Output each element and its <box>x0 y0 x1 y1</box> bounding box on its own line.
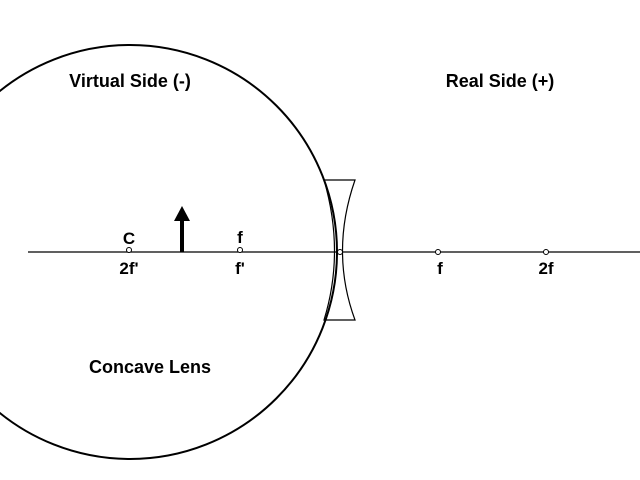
label-mirror-f: f <box>237 228 243 247</box>
point-c-2f-prime <box>126 247 132 253</box>
point-f-prime <box>237 247 243 253</box>
label-c: C <box>123 229 135 248</box>
virtual-side-label: Virtual Side (-) <box>69 71 191 91</box>
label-f-prime: f' <box>235 259 245 278</box>
label-2f-prime: 2f' <box>119 259 138 278</box>
point-f-real <box>435 249 441 255</box>
point-2f-real <box>543 249 549 255</box>
lens-type-label: Concave Lens <box>89 357 211 377</box>
label-f-real: f <box>437 259 443 278</box>
real-side-label: Real Side (+) <box>446 71 555 91</box>
concave-lens <box>323 179 356 321</box>
label-2f-real: 2f <box>538 259 553 278</box>
object-arrow-icon <box>174 206 190 252</box>
point-lens-center <box>337 249 343 255</box>
